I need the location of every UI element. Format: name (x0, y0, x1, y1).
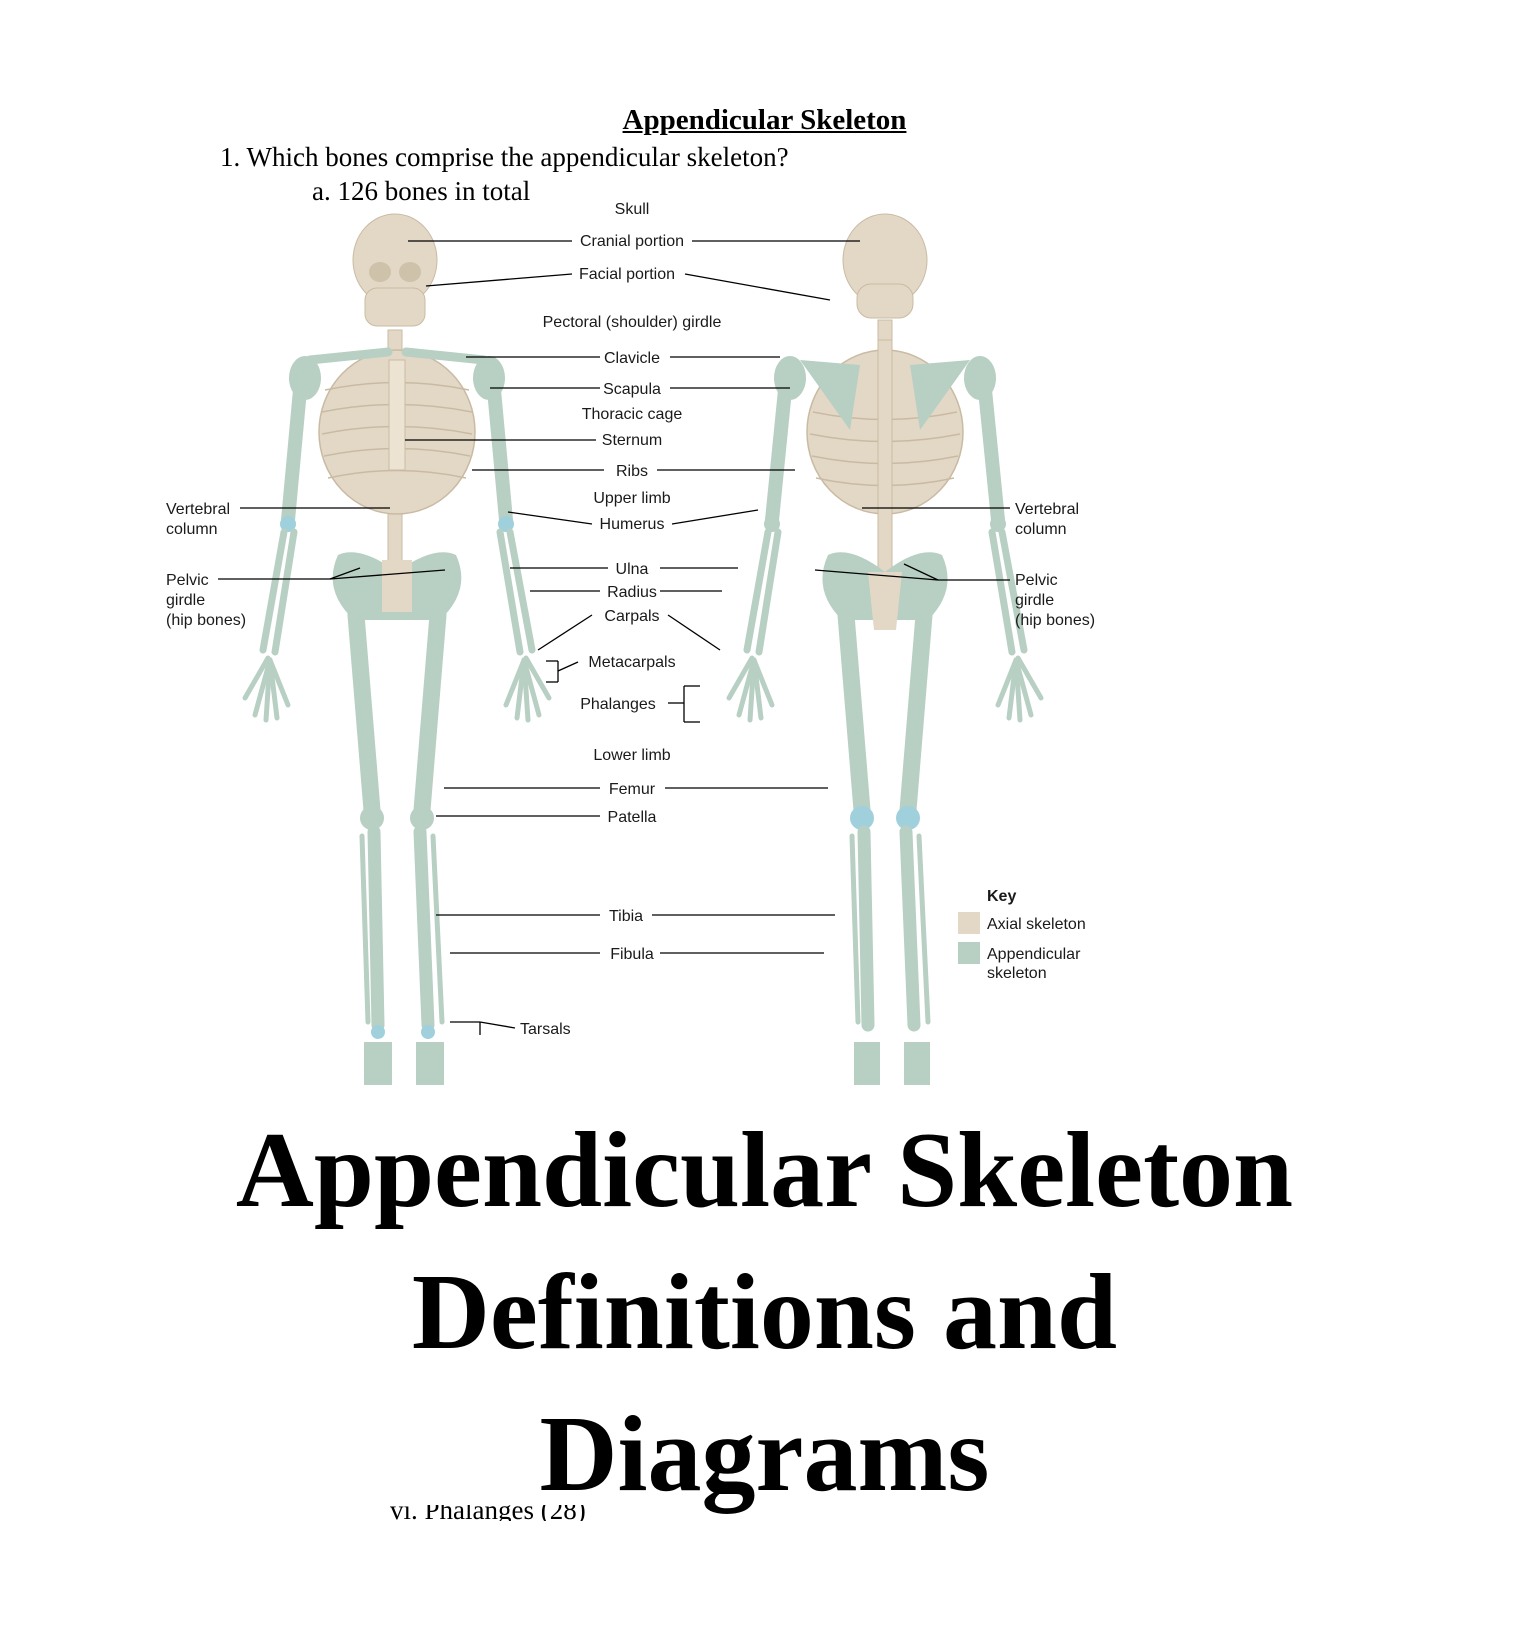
label-fibula: Fibula (610, 946, 654, 963)
key-swatch-axial (958, 912, 980, 934)
label-pelvic-girdle-left-3: (hip bones) (166, 612, 246, 629)
key-label-appendicular: Appendicular (987, 946, 1081, 963)
label-ulna: Ulna (616, 561, 649, 578)
label-upper-limb: Upper limb (593, 490, 670, 507)
label-radius: Radius (607, 584, 657, 601)
label-pelvic-girdle-right: Pelvic (1015, 572, 1058, 589)
label-pelvic-girdle-right-3: (hip bones) (1015, 612, 1095, 629)
label-clavicle: Clavicle (604, 350, 660, 367)
diagram-labels: Skull Cranial portion Facial portion Pec… (166, 201, 1095, 1038)
leader-lines (218, 240, 1010, 1035)
label-scapula: Scapula (603, 381, 661, 398)
key-label-appendicular-2: skeleton (987, 965, 1047, 982)
label-skull: Skull (615, 201, 650, 218)
label-thoracic-cage: Thoracic cage (582, 406, 683, 423)
label-pelvic-girdle-left-2: girdle (166, 592, 205, 609)
label-vertebral-column-right: Vertebral (1015, 501, 1079, 518)
label-patella: Patella (608, 809, 657, 826)
label-humerus: Humerus (600, 516, 665, 533)
document-title: Appendicular Skeleton (622, 104, 907, 136)
key-label-axial: Axial skeleton (987, 916, 1086, 933)
banner-line-2: Definitions and (411, 1253, 1118, 1372)
diagram-key: Key Axial skeleton Appendicular skeleton (958, 888, 1086, 982)
label-vertebral-column-left-2: column (166, 521, 218, 538)
label-pelvic-girdle-right-2: girdle (1015, 592, 1054, 609)
label-carpals: Carpals (604, 608, 659, 625)
banner-line-3: Diagrams (539, 1395, 990, 1514)
label-ribs: Ribs (616, 463, 648, 480)
label-pelvic-girdle-left: Pelvic (166, 572, 209, 589)
label-cranial-portion: Cranial portion (580, 233, 684, 250)
label-facial-portion: Facial portion (579, 266, 675, 283)
key-title: Key (987, 888, 1016, 905)
partial-list-item: vi. Phalanges (28) (390, 1505, 586, 1521)
label-vertebral-column-left: Vertebral (166, 501, 230, 518)
posterior-skull (842, 213, 928, 319)
answer-text: a. 126 bones in total (312, 176, 531, 206)
label-pectoral-girdle: Pectoral (shoulder) girdle (543, 314, 722, 331)
banner-line-1: Appendicular Skeleton (235, 1111, 1294, 1230)
anterior-skeleton (242, 213, 552, 1085)
label-tarsals: Tarsals (520, 1021, 571, 1038)
label-sternum: Sternum (602, 432, 662, 449)
label-lower-limb: Lower limb (593, 747, 670, 764)
label-vertebral-column-right-2: column (1015, 521, 1067, 538)
label-tibia: Tibia (609, 908, 643, 925)
label-phalanges: Phalanges (580, 696, 656, 713)
skeleton-diagram: Skull Cranial portion Facial portion Pec… (166, 201, 1095, 1085)
posterior-skeleton (726, 213, 1044, 1085)
anterior-skull (352, 213, 438, 327)
overlay-title-banner: Appendicular Skeleton Definitions and Di… (0, 1100, 1529, 1526)
question-text: 1. Which bones comprise the appendicular… (220, 142, 789, 172)
label-metacarpals: Metacarpals (588, 654, 675, 671)
anterior-sternum (388, 359, 406, 471)
label-femur: Femur (609, 781, 656, 798)
key-swatch-appendicular (958, 942, 980, 964)
